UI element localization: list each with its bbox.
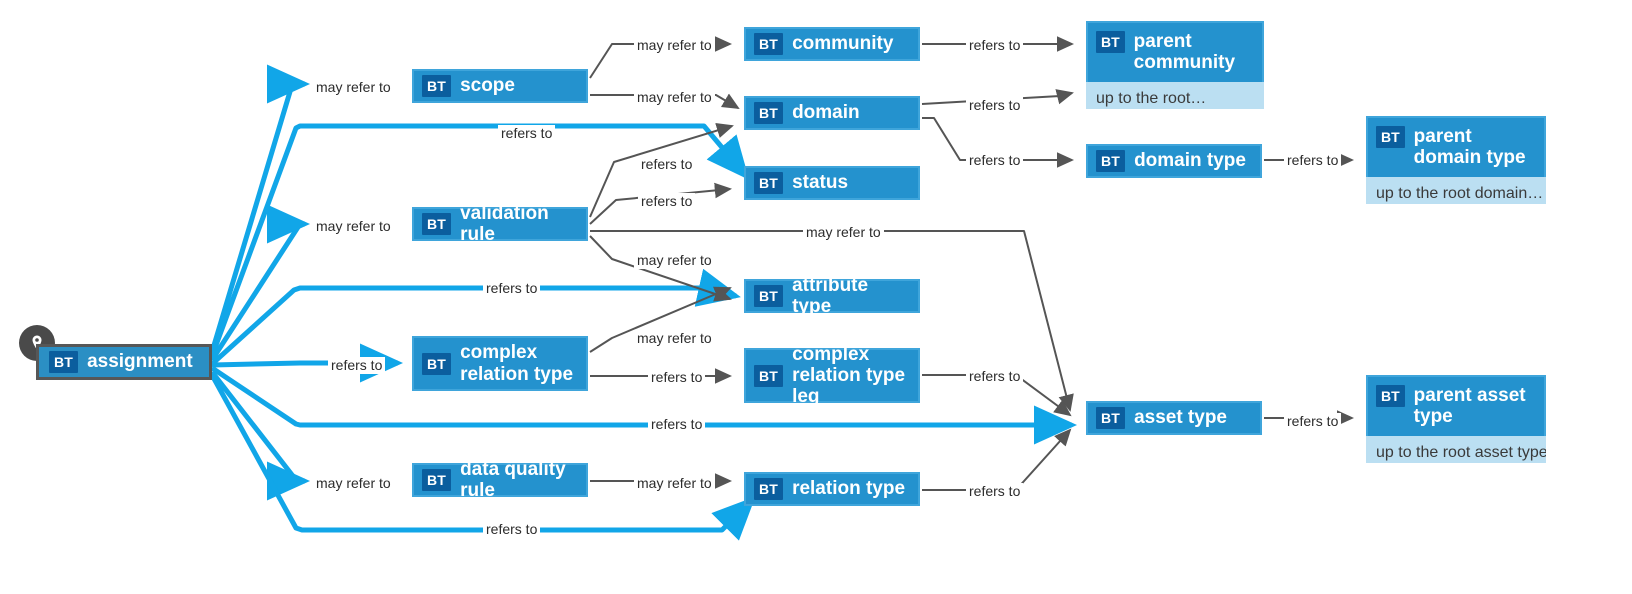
node-label: community [792,33,894,55]
node-label: asset type [1134,407,1228,429]
bt-badge: BT [1096,31,1125,53]
edge-label-assignment-attribute-type: refers to [483,280,541,298]
node-asset-type[interactable]: BT asset type [1086,401,1262,435]
node-label: assignment [87,351,193,373]
edge-label-validation-rule-status: refers to [638,193,696,211]
edge-label-scope-domain: may refer to [634,89,715,107]
bt-badge: BT [422,75,452,97]
node-label: parent asset type [1413,385,1526,428]
edge-assignment-domain [209,123,750,357]
node-label: complex relation type [460,342,574,385]
edge-label-domain-domain-type: refers to [966,152,1024,170]
edge-label-assignment-data-quality-rule: may refer to [313,475,394,493]
bt-badge: BT [422,213,452,235]
node-label: status [792,172,849,194]
edge-label-asset-type-parent-asset-type: refers to [1284,413,1342,431]
bt-badge: BT [1096,150,1126,172]
edge-label-validation-rule-asset-type: may refer to [803,224,884,242]
node-label: scope [460,75,515,97]
edge-label-assignment-scope: may refer to [313,79,394,97]
node-relation-type[interactable]: BT relation type [744,472,920,506]
edge-label-data-quality-rule-relation-type: may refer to [634,475,715,493]
node-validation-rule[interactable]: BT validation rule [412,203,588,245]
edge-label-validation-rule-attribute-type: may refer to [634,252,715,270]
node-data-quality-rule[interactable]: BT data quality rule [412,459,588,501]
node-scope[interactable]: BT scope [412,69,588,103]
node-label: parent domain type [1413,126,1526,169]
bt-badge: BT [754,102,784,124]
node-domain-type[interactable]: BT domain type [1086,144,1262,178]
edge-complex-relation-type-attribute-type [589,286,732,353]
bt-badge: BT [754,364,784,387]
edge-label-domain-parent-community: refers to [966,97,1024,115]
node-assignment[interactable]: BT assignment [36,344,212,380]
edge-label-scope-community: may refer to [634,37,715,55]
node-label: validation rule [460,202,549,245]
bt-badge: BT [49,351,79,373]
node-community[interactable]: BT community [744,27,920,61]
edge-assignment-scope [209,64,311,353]
parent-node-header: BT parent domain type [1366,116,1546,177]
node-status[interactable]: BT status [744,166,920,200]
node-parent-asset-type[interactable]: BT parent asset type up to the root asset … [1366,375,1546,463]
bt-badge: BT [1376,385,1405,407]
node-parent-community[interactable]: BT parent community up to the root… [1086,21,1264,109]
edge-label-complex-relation-type-leg-edge: refers to [648,369,706,387]
node-label: parent community [1133,31,1236,74]
edge-validation-rule-domain [589,122,734,218]
edge-assignment-data-quality-rule [210,370,311,501]
bt-badge: BT [754,172,784,194]
edge-label-validation-rule-domain: refers to [638,156,696,174]
bt-badge: BT [1376,126,1405,148]
edge-assignment-validation-rule [209,204,311,362]
bt-badge: BT [422,469,452,491]
edge-label-assignment-asset-type: refers to [648,416,706,434]
node-label: attribute type [792,274,869,317]
parent-node-header: BT parent asset type [1366,375,1546,436]
parent-node-footer-text: up to the root… [1086,81,1264,109]
edge-label-crt-leg-asset-type: refers to [966,368,1024,386]
bt-badge: BT [422,352,452,375]
edge-assignment-relation-type [209,373,756,541]
node-label: relation type [792,478,906,500]
edge-label-community-parent-community: refers to [966,37,1024,55]
edge-scope-domain [590,93,740,110]
edge-label-relation-type-asset-type: refers to [966,483,1024,501]
edge-label-assignment-relation-type: refers to [483,521,541,539]
edge-validation-rule-attribute-type [589,235,732,302]
parent-node-header: BT parent community [1086,21,1264,82]
parent-node-footer-text: up to the root asset type [1366,435,1546,463]
edge-validation-rule-status [589,182,732,225]
edge-assignment-attribute-type [210,268,741,366]
node-complex-relation-type[interactable]: BT complex relation type [412,336,588,391]
bt-badge: BT [754,478,784,500]
node-complex-relation-type-leg[interactable]: BT complex relation type leg [744,344,920,407]
node-label: domain [792,102,860,124]
bt-badge: BT [1096,407,1126,429]
edge-label-assignment-domain: refers to [498,125,556,143]
node-domain[interactable]: BT domain [744,96,920,130]
node-label: complex relation type leg [792,343,906,408]
bt-badge: BT [754,33,784,55]
edge-validation-rule-asset-type [590,230,1074,412]
edge-label-domain-type-parent-domain-type: refers to [1284,152,1342,170]
parent-node-footer-text: up to the root domain… [1366,176,1546,204]
node-label: domain type [1134,150,1246,172]
edge-label-complex-relation-type-attribute-type: may refer to [634,330,715,348]
edge-label-assignment-complex-relation-type: refers to [328,357,386,375]
node-attribute-type[interactable]: BT attribute type [744,275,920,317]
bt-badge: BT [754,285,784,307]
edge-label-assignment-validation-rule: may refer to [313,218,394,236]
node-label: data quality rule [460,458,566,501]
edge-relation-type-asset-type [922,428,1072,491]
node-parent-domain-type[interactable]: BT parent domain type up to the root domai… [1366,116,1546,204]
